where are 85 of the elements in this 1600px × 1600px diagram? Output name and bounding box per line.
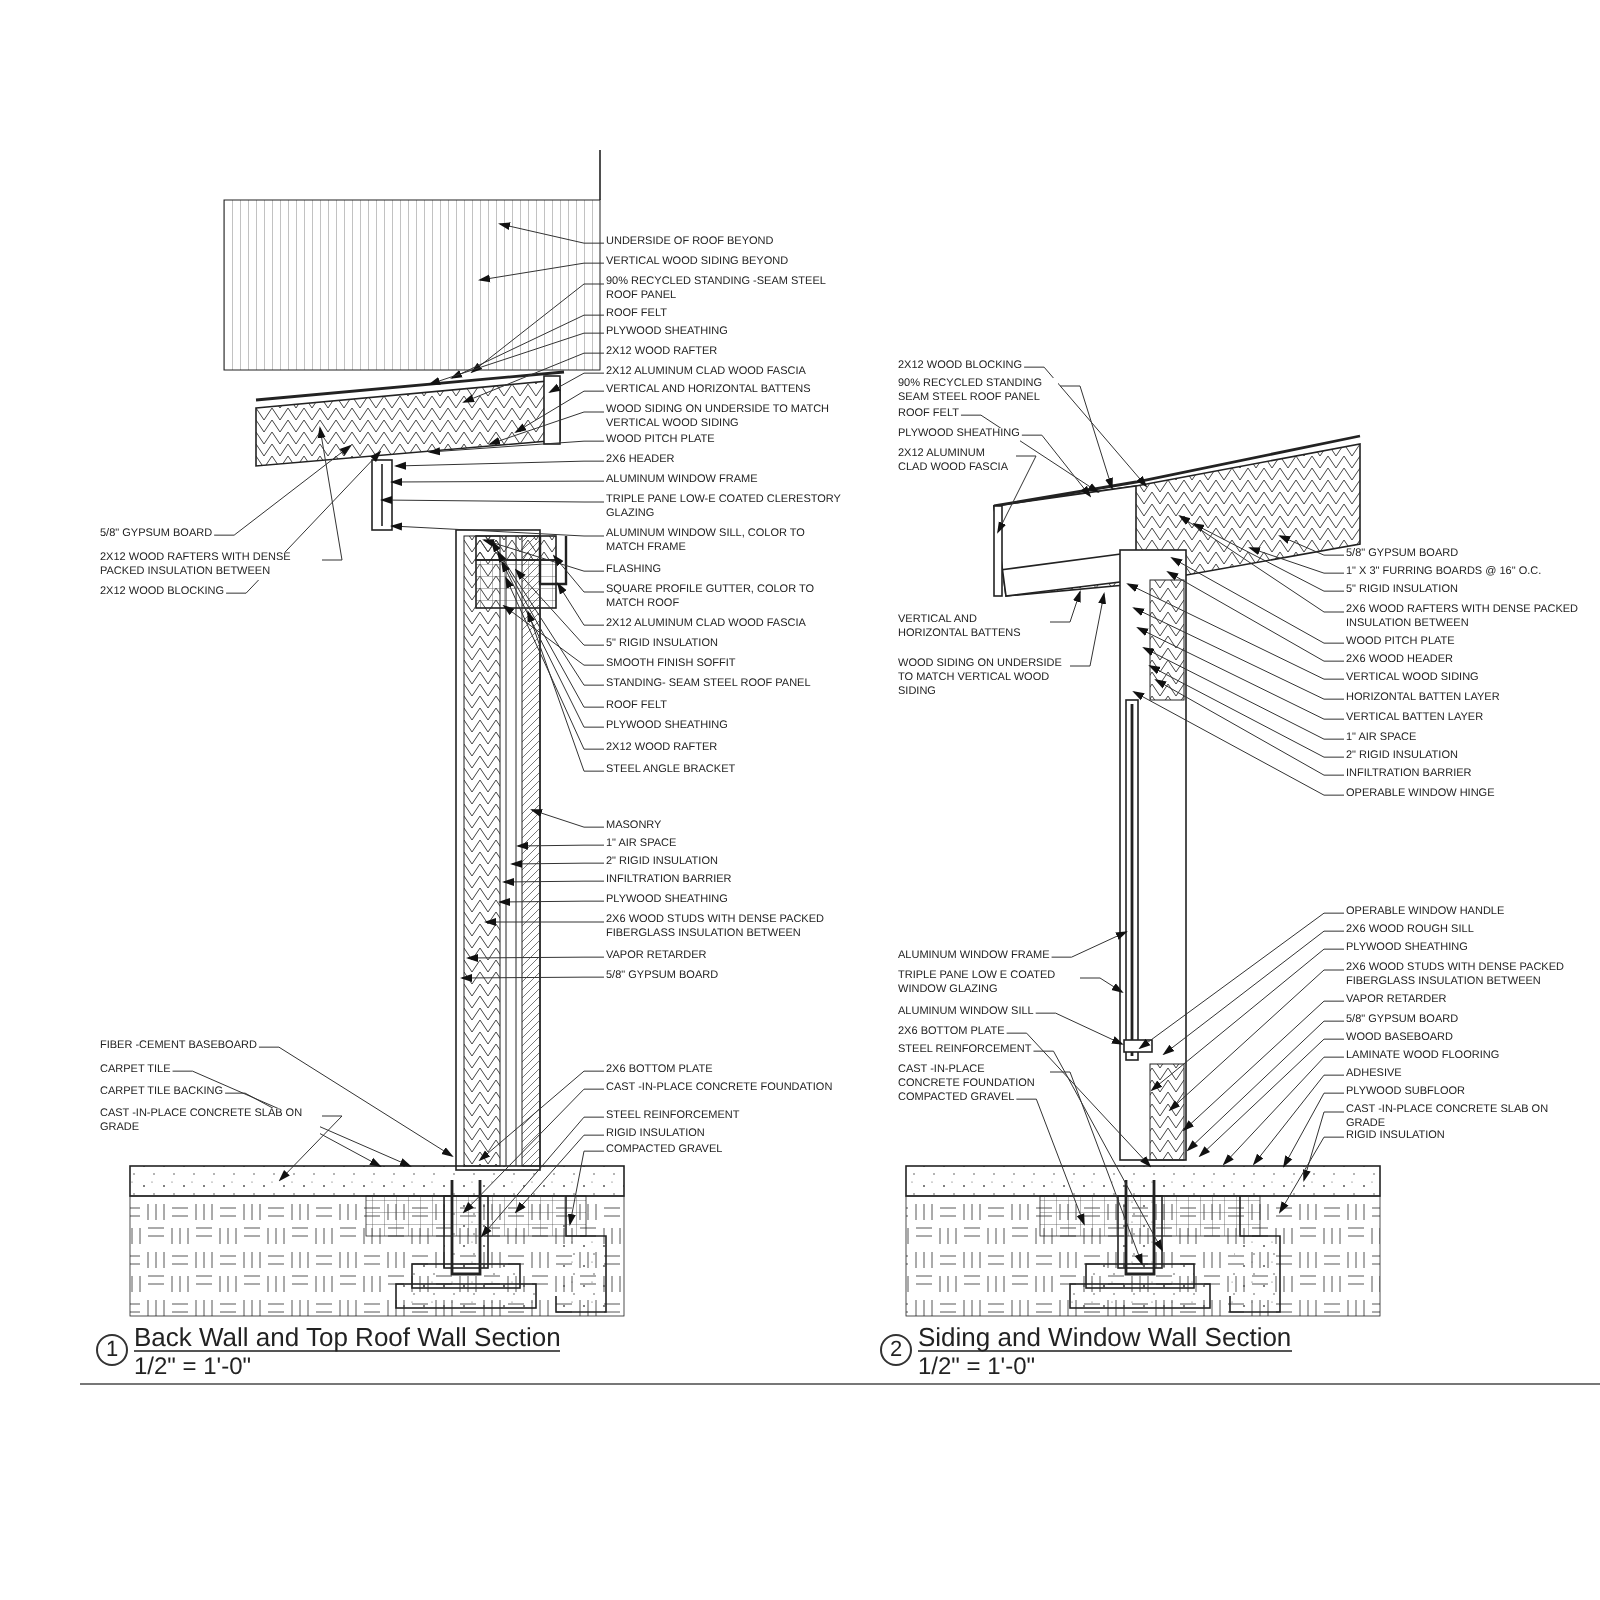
leader-line xyxy=(390,477,605,486)
leader-line xyxy=(1079,977,1124,994)
leader-line xyxy=(490,540,605,686)
leader-line xyxy=(1178,514,1345,613)
view-number: 1 xyxy=(96,1334,128,1366)
leader-line xyxy=(213,444,352,536)
leader-line xyxy=(1136,627,1345,720)
leader-line xyxy=(466,953,605,962)
leader-line xyxy=(450,314,605,379)
leader-line xyxy=(317,426,343,561)
leader-line xyxy=(498,222,605,244)
leader-line xyxy=(482,539,605,572)
leader-line xyxy=(1059,385,1113,490)
leader-line xyxy=(1170,557,1345,644)
leader-line xyxy=(1222,1056,1345,1166)
leader-line xyxy=(552,554,605,593)
leader-line xyxy=(1132,607,1345,700)
leader-line xyxy=(1126,583,1345,680)
leader-line xyxy=(1006,1032,1152,1168)
leader-line xyxy=(1303,1111,1345,1182)
leader-line xyxy=(1186,1020,1345,1152)
leader-line xyxy=(1142,647,1345,740)
leader-line xyxy=(1279,1136,1345,1214)
leader-line xyxy=(514,1134,605,1214)
leader-line xyxy=(510,859,605,868)
leader-line xyxy=(501,560,605,728)
leader-line xyxy=(1278,535,1345,556)
leader-line xyxy=(1015,1098,1085,1226)
leader-line xyxy=(1182,1000,1345,1132)
view-title: Siding and Window Wall Section xyxy=(918,1324,1292,1352)
leader-line xyxy=(1168,969,1345,1112)
leader-line xyxy=(428,440,605,456)
leader-line xyxy=(1154,679,1345,776)
leader-line xyxy=(1148,665,1345,758)
leader-line xyxy=(1192,523,1345,592)
leader-line xyxy=(1198,1038,1345,1158)
leader-line xyxy=(1166,571,1345,662)
leader-line xyxy=(567,1150,605,1226)
leader-line xyxy=(514,390,605,434)
leader-line xyxy=(1248,547,1345,574)
leader-line xyxy=(390,522,605,537)
leader-line xyxy=(497,550,605,708)
leader-line xyxy=(462,1088,605,1214)
leader-line xyxy=(1035,1012,1124,1045)
view-number: 2 xyxy=(880,1334,912,1366)
leader-line xyxy=(462,352,605,403)
leader-line xyxy=(380,496,605,505)
leader-line xyxy=(498,897,605,906)
leader-line xyxy=(516,841,605,850)
leader-line xyxy=(1049,590,1081,623)
leader-line xyxy=(484,918,605,926)
leader-line xyxy=(394,460,605,470)
leader-line xyxy=(1283,1092,1345,1168)
leader-line xyxy=(1132,691,1345,796)
leader-line xyxy=(514,568,605,646)
leader-line xyxy=(460,973,605,982)
scale-note: 1/2" = 1'-0" xyxy=(918,1354,1036,1378)
leader-line xyxy=(505,576,605,750)
leader-line xyxy=(1023,366,1148,488)
leader-line xyxy=(258,1046,454,1158)
leader-line xyxy=(548,372,605,393)
leader-line xyxy=(278,1115,343,1182)
leader-line xyxy=(478,1070,605,1162)
view-title: Back Wall and Top Roof Wall Section xyxy=(134,1324,561,1352)
leader-line xyxy=(480,1116,605,1238)
leader-line xyxy=(1162,930,1345,1056)
leader-line xyxy=(470,283,605,374)
leader-line xyxy=(527,610,605,772)
leader-line xyxy=(997,455,1037,534)
leader-line xyxy=(1032,1050,1163,1252)
leader-line xyxy=(556,582,605,626)
leader-line xyxy=(1150,948,1345,1092)
leader-line xyxy=(502,877,605,886)
leader-line xyxy=(530,809,605,828)
leader-line xyxy=(1051,931,1128,958)
leader-line xyxy=(478,262,605,283)
leader-line xyxy=(502,604,605,666)
leader-line xyxy=(1069,592,1106,667)
leader-line xyxy=(428,332,605,385)
leader-line xyxy=(1049,1071,1143,1266)
leader-line xyxy=(1021,434,1092,498)
leader-line xyxy=(1138,912,1345,1050)
scale-note: 1/2" = 1'-0" xyxy=(134,1354,252,1378)
leader-line xyxy=(1252,1074,1345,1166)
leader-line xyxy=(488,411,605,445)
